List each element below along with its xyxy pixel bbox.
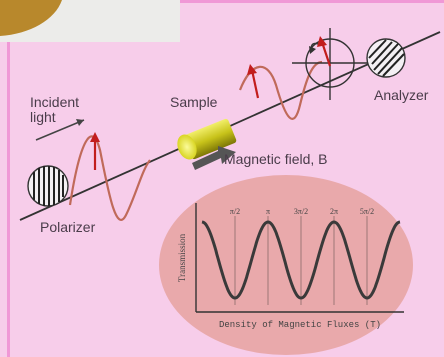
transmission-curve [201,220,401,300]
sample-rod [177,118,237,160]
graph-tick-label: 5π/2 [360,207,374,216]
polarization-arrowhead-in [90,132,100,142]
label-magnetic-field: Magnetic field, B [224,151,328,167]
graph-xlabel: Density of Magnetic Fluxes (T) [219,320,381,330]
label-light: light [30,109,56,125]
incident-arrow [35,119,85,141]
slide-frame [7,0,444,357]
label-analyzer: Analyzer [374,87,429,103]
polarization-arrow-mid [250,69,260,99]
analyzer-disc [366,38,406,78]
graph-tick-label: 2π [330,207,338,216]
photo-object [0,0,62,36]
graph-tick-label: π/2 [230,207,240,216]
label-sample: Sample [170,94,218,110]
label-incident: Incident [30,94,80,110]
transmission-graph: π/2 π 3π/2 2π 5π/2 Transmission Density of M… [177,203,404,330]
label-polarizer: Polarizer [40,219,96,235]
analyzer-crosshair [292,28,372,100]
graph-tick-label: π [266,207,270,216]
transmitted-wave [238,60,323,120]
graph-ylabel: Transmission [177,233,187,282]
graph-tick-label: 3π/2 [294,207,308,216]
incident-wave [68,135,151,221]
magnetic-field-arrow [192,146,236,170]
incident-arrowhead [76,119,84,126]
polarization-arrowhead-mid [247,64,257,75]
polarizer-disc [27,165,69,207]
